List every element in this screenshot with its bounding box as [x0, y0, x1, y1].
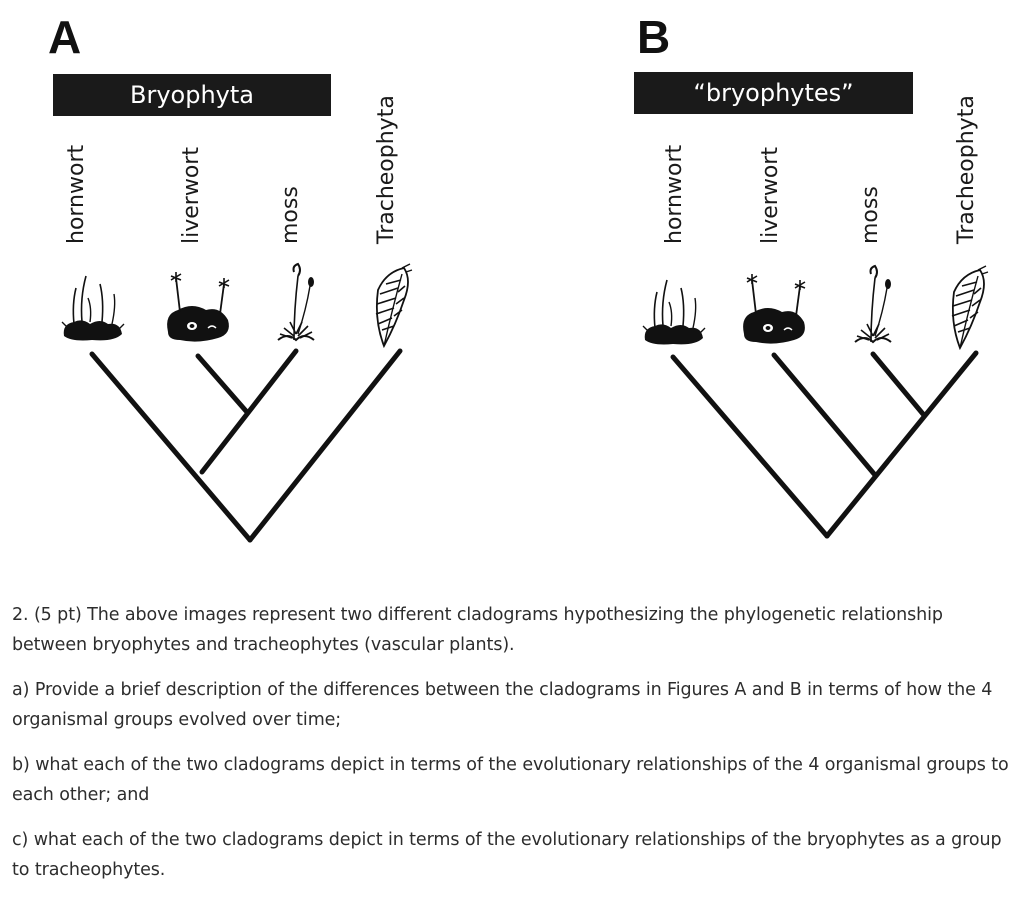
- branch-hornwort: [89, 351, 253, 543]
- cladogram-a: [61, 263, 413, 543]
- clade-label: Bryophyta: [130, 81, 254, 109]
- branch-tracheophyta: [824, 350, 979, 539]
- branch-moss: [870, 351, 926, 417]
- cladogram-b: [642, 265, 989, 539]
- tracheophyte-illustration-icon: [375, 263, 413, 347]
- branch-liverwort: [771, 352, 878, 478]
- figure-a-letter: A: [48, 11, 82, 63]
- moss-illustration-icon: [277, 263, 315, 341]
- question-part-c: c) what each of the two cladograms depic…: [12, 830, 1002, 880]
- hornwort-illustration-icon: [61, 275, 125, 342]
- tree-branches: [670, 350, 979, 539]
- hornwort-illustration-icon: [642, 279, 706, 346]
- liverwort-illustration-icon: [166, 271, 230, 343]
- question-block: 2. (5 pt) The above images represent two…: [12, 600, 1020, 900]
- question-intro: 2. (5 pt) The above images represent two…: [12, 605, 943, 655]
- clade-label: “bryophytes”: [693, 79, 854, 107]
- branch-liverwort: [195, 353, 249, 414]
- clade-bar-bryophyta: Bryophyta: [53, 74, 331, 116]
- branch-moss: [199, 348, 299, 475]
- clade-bar-bryophytes: “bryophytes”: [634, 72, 913, 114]
- question-part-a: a) Provide a brief description of the di…: [12, 680, 993, 730]
- liverwort-illustration-icon: [742, 273, 806, 345]
- cladograms: [61, 263, 989, 543]
- figure-b-letter: B: [637, 11, 671, 63]
- branch-hornwort: [670, 354, 830, 539]
- branch-tracheophyta: [247, 348, 403, 543]
- tree-branches: [89, 348, 403, 543]
- moss-illustration-icon: [854, 265, 892, 343]
- tracheophyte-illustration-icon: [951, 265, 989, 349]
- question-part-b: b) what each of the two cladograms depic…: [12, 755, 1009, 805]
